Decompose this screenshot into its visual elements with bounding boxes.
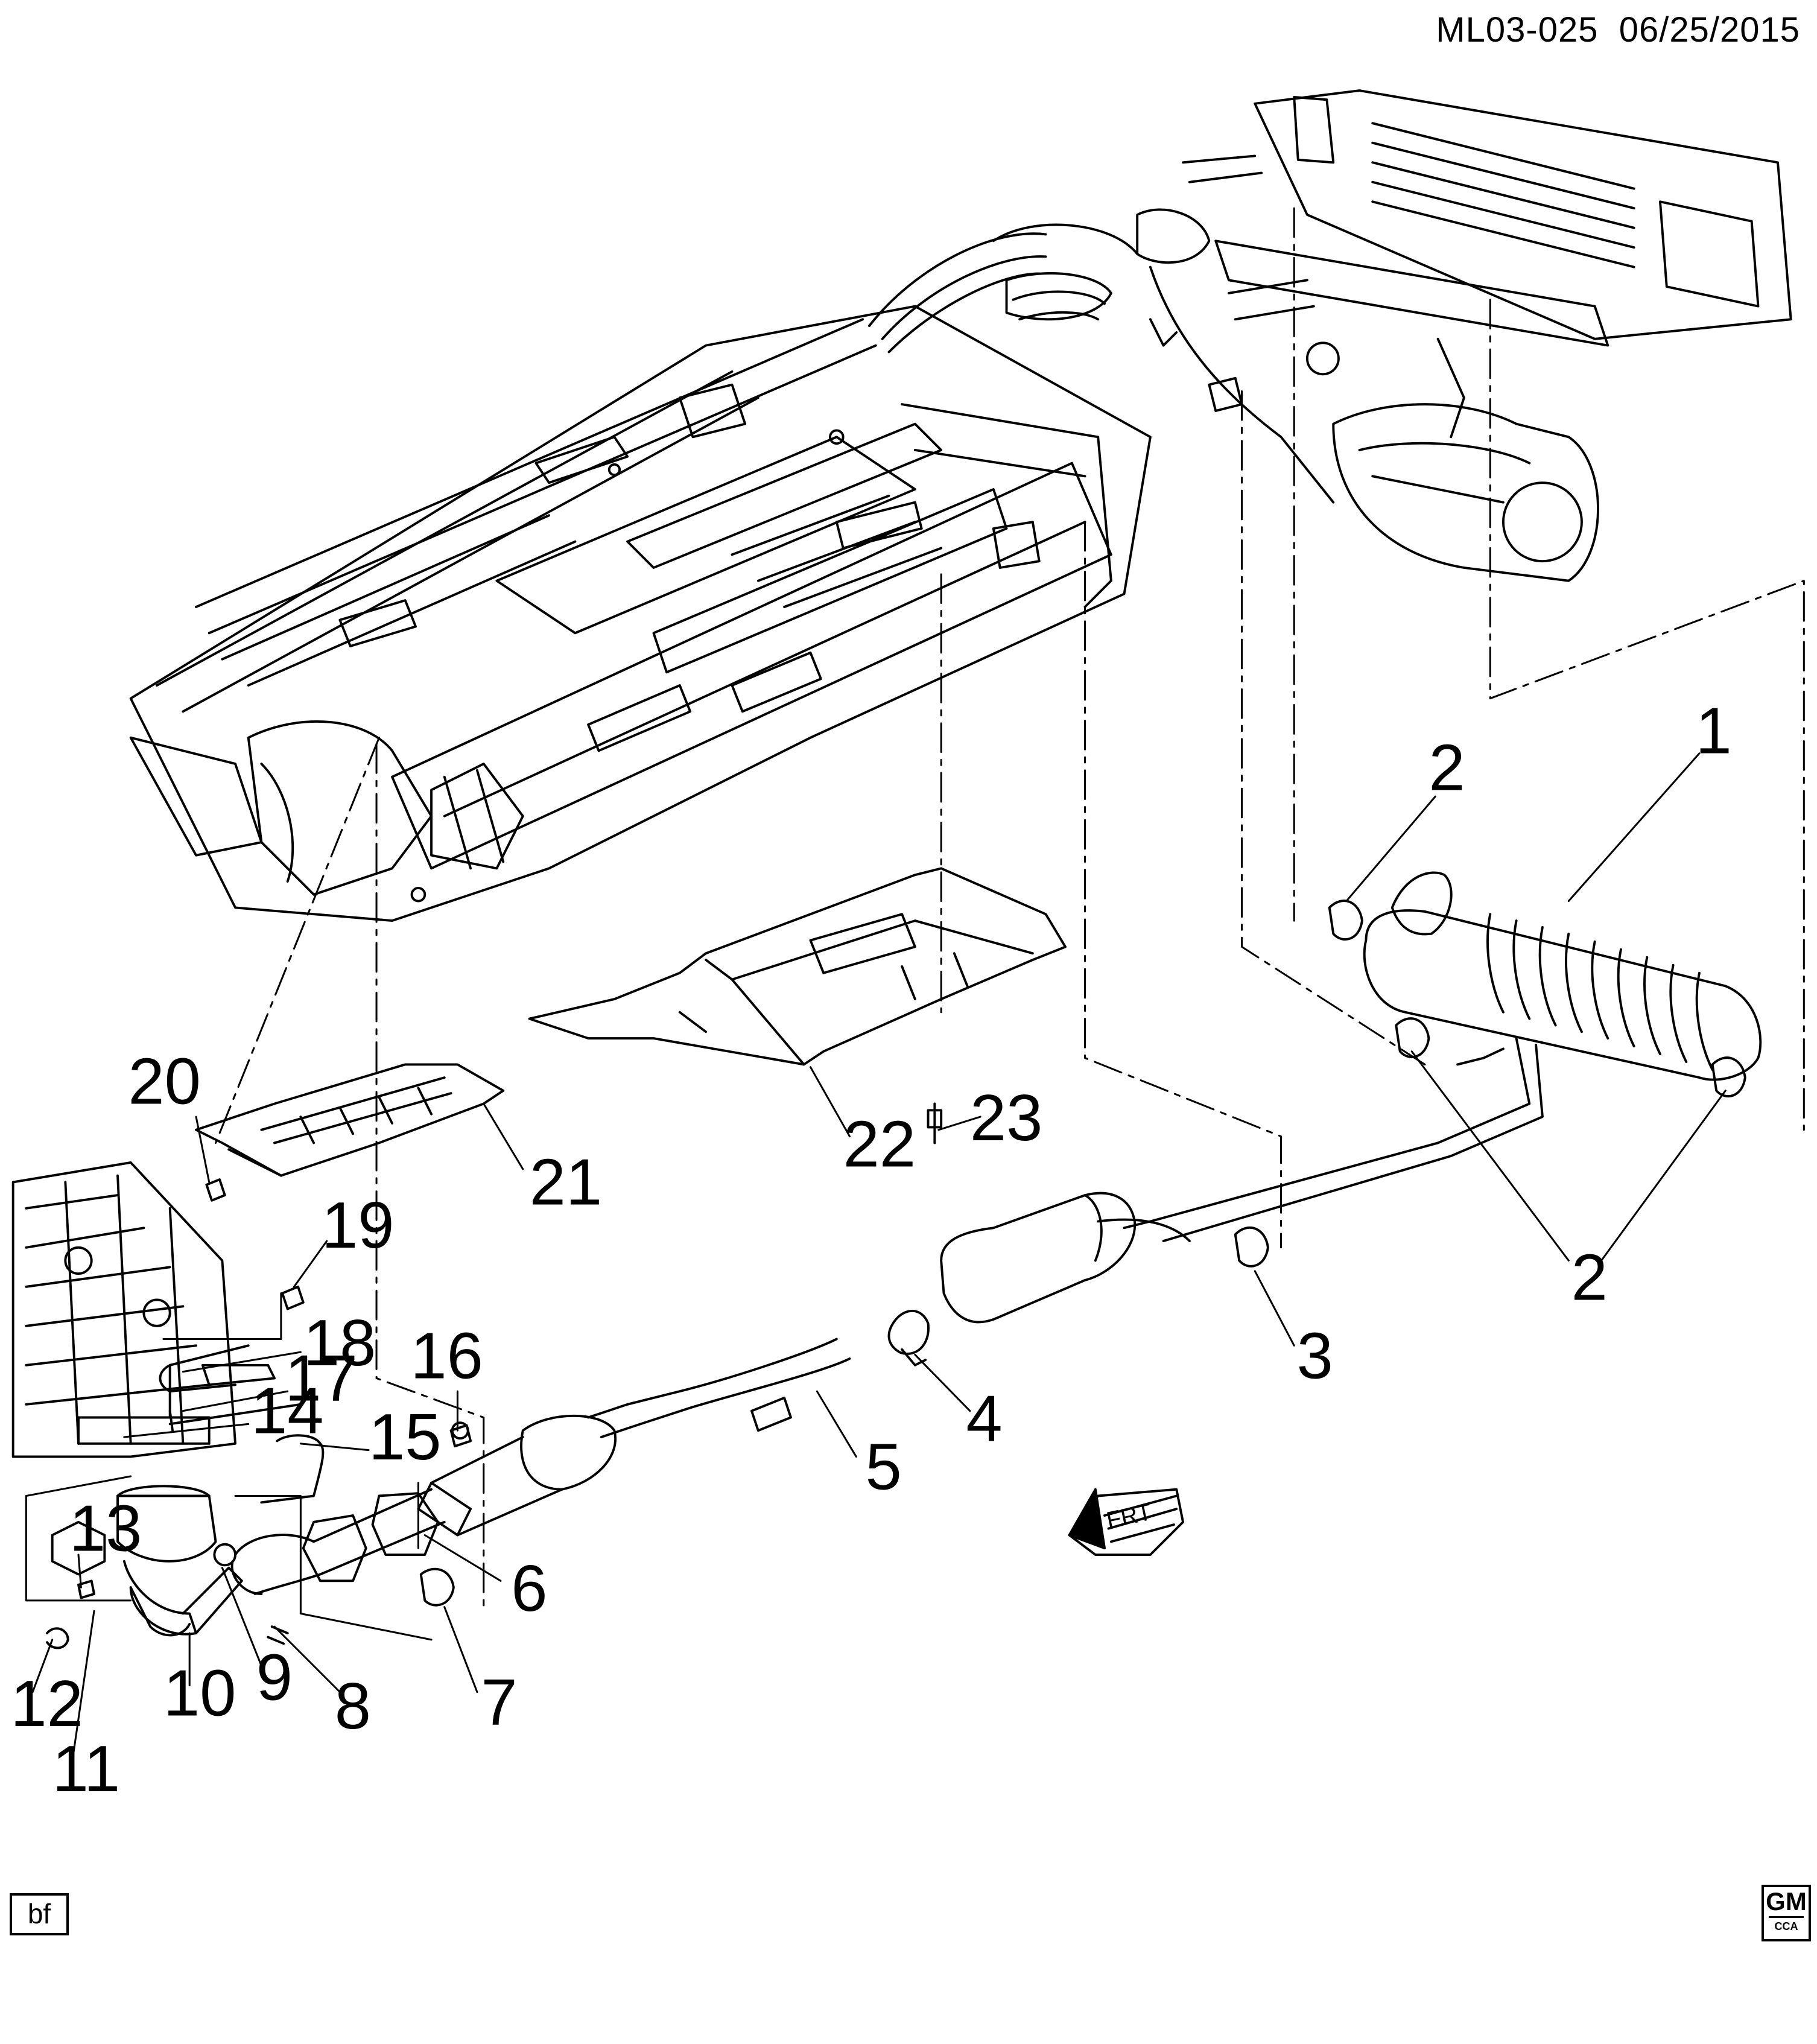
callout-13: 13 — [69, 1492, 142, 1565]
callout-8: 8 — [335, 1669, 371, 1742]
callout-10: 10 — [163, 1657, 236, 1730]
callout-5: 5 — [865, 1430, 901, 1503]
heat-shield-21 — [195, 1063, 505, 1177]
callout-16: 16 — [410, 1319, 483, 1392]
callout-23: 23 — [970, 1081, 1043, 1154]
vehicle-underbody — [129, 89, 1792, 922]
alignment-leader-lines — [215, 207, 1805, 1608]
callout-2-bottom: 2 — [1571, 1240, 1608, 1313]
catalytic-converter-10 — [11, 1161, 325, 1637]
callout-labels: 1 2 2 3 4 5 6 7 8 9 10 11 12 13 14 15 16… — [10, 694, 1731, 1806]
callout-11: 11 — [52, 1732, 120, 1805]
gm-logo: GM CCA — [1762, 1885, 1811, 1941]
gm-logo-top: GM — [1766, 1887, 1807, 1915]
callout-leaders — [31, 752, 1727, 1765]
callout-19: 19 — [322, 1189, 394, 1262]
callout-9: 9 — [256, 1641, 293, 1714]
callout-12: 12 — [10, 1667, 83, 1740]
callout-7: 7 — [481, 1666, 517, 1739]
callout-21: 21 — [530, 1145, 603, 1218]
callout-4: 4 — [966, 1382, 1002, 1455]
fasteners — [46, 1102, 943, 1649]
group-bracket-lines — [25, 1292, 433, 1641]
callout-3: 3 — [1297, 1319, 1333, 1392]
diagram-date: 06/25/2015 — [1619, 10, 1800, 49]
callout-18: 18 — [303, 1306, 376, 1379]
callout-20: 20 — [128, 1044, 200, 1117]
diagram-id-header: ML03-025 06/25/2015 — [1436, 10, 1800, 50]
front-direction-arrow — [1068, 1488, 1185, 1556]
diagram-code: ML03-025 — [1436, 10, 1599, 49]
heat-shield-22 — [528, 867, 1067, 1066]
callout-14: 14 — [251, 1374, 324, 1447]
callout-6: 6 — [511, 1552, 547, 1625]
callout-15: 15 — [369, 1400, 442, 1473]
callout-2-top: 2 — [1429, 731, 1465, 804]
callout-17: 17 — [285, 1341, 358, 1414]
callout-1: 1 — [1695, 694, 1731, 767]
drafter-tag: bf — [10, 1893, 69, 1935]
callout-22: 22 — [843, 1107, 916, 1180]
gm-logo-bottom: CCA — [1769, 1916, 1804, 1935]
rear-muffler-1 — [213, 871, 1762, 1607]
